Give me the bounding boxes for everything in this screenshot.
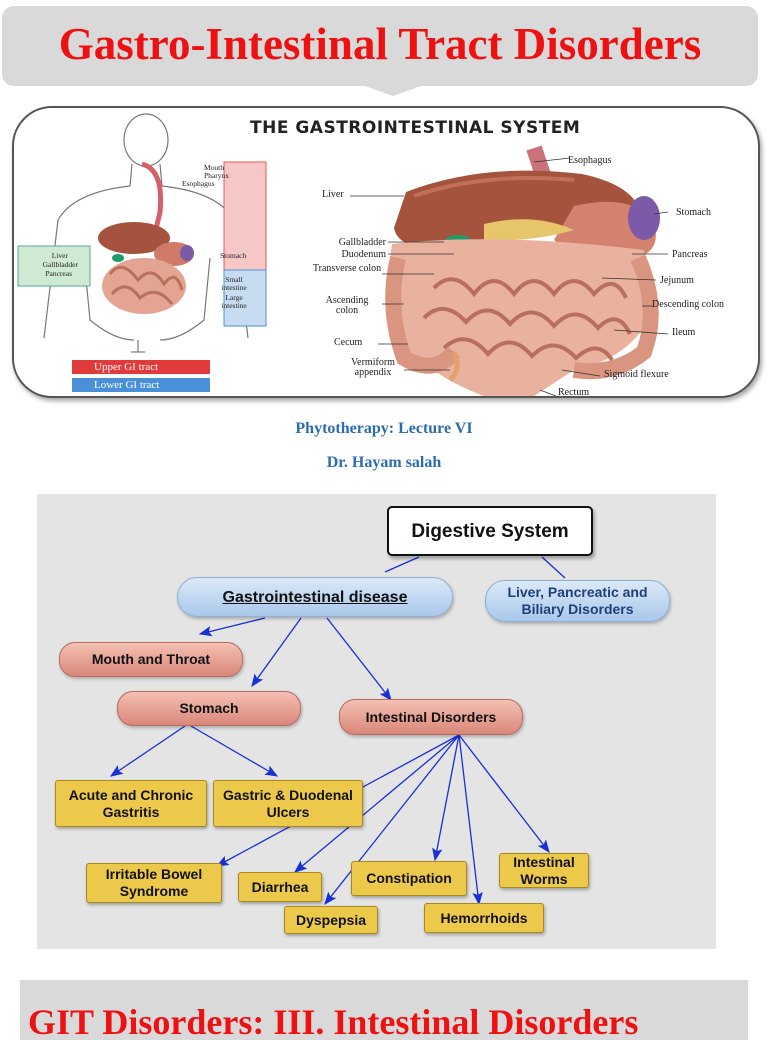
gi-anatomy-drawing	[17, 113, 669, 396]
label-mouth: Mouth	[204, 163, 225, 172]
lecture-subtitle: Phytotherapy: Lecture VI	[295, 420, 473, 437]
node-gastrointestinal-disease: Gastrointestinal disease	[177, 577, 453, 617]
label-duodenum: Duodenum	[341, 249, 386, 260]
legend-upper-gi: Upper GI tract	[72, 360, 210, 374]
label-descending-colon: Descending colon	[652, 299, 724, 310]
label-rectum: Rectum	[558, 387, 590, 398]
label-gallbladder-small: Gallbladder	[42, 260, 78, 269]
title-banner-notch	[365, 86, 421, 96]
next-slide-banner: GIT Disorders: III. Intestinal Disorders	[20, 980, 748, 1040]
label-ileum: Ileum	[672, 327, 696, 338]
label-stomach-small: Stomach	[220, 251, 247, 260]
next-slide-heading: GIT Disorders: III. Intestinal Disorders	[28, 1002, 639, 1040]
node-constipation: Constipation	[351, 861, 467, 896]
label-liver: Liver	[322, 189, 344, 200]
node-stomach: Stomach	[117, 691, 301, 726]
title-banner	[2, 6, 758, 86]
label-pancreas: Pancreas	[672, 249, 708, 260]
node-hemorrhoids: Hemorrhoids	[424, 903, 544, 933]
slide-title: Gastro-Intestinal Tract Disorders	[58, 19, 702, 69]
node-mouth-and-throat: Mouth and Throat	[59, 642, 243, 677]
label-small-intestine: Small intestine	[221, 275, 247, 292]
gi-system-heading: THE GASTROINTESTINAL SYSTEM	[250, 118, 581, 138]
label-vermiform-appendix: Vermiform appendix	[351, 357, 395, 378]
node-intestinal-disorders: Intestinal Disorders	[339, 699, 523, 735]
label-jejunum: Jejunum	[660, 275, 694, 286]
node-liver-pancreatic-biliary: Liver, Pancreatic and Biliary Disorders	[485, 580, 670, 622]
node-irritable-bowel-syndrome: Irritable Bowel Syndrome	[86, 863, 222, 903]
label-pancreas-small: Pancreas	[45, 269, 72, 278]
label-ascending-colon: Ascending colon	[325, 295, 369, 316]
gi-system-illustration: THE GASTROINTESTINAL SYSTEM Mouth Pharyn…	[12, 106, 760, 398]
label-transverse-colon: Transverse colon	[312, 263, 382, 274]
label-esophagus: Esophagus	[568, 155, 612, 166]
node-intestinal-worms: Intestinal Worms	[499, 853, 589, 888]
label-gallbladder: Gallbladder	[338, 237, 386, 248]
label-cecum: Cecum	[334, 337, 363, 348]
node-dyspepsia: Dyspepsia	[284, 906, 378, 934]
label-stomach: Stomach	[676, 207, 711, 218]
node-gastritis: Acute and Chronic Gastritis	[55, 780, 207, 827]
node-digestive-system: Digestive System	[387, 506, 593, 556]
label-liver-small: Liver	[51, 251, 68, 260]
node-diarrhea: Diarrhea	[238, 872, 322, 902]
label-esophagus-small: Esophagus	[182, 179, 215, 188]
label-pharynx: Pharynx	[204, 171, 229, 180]
legend-lower-gi: Lower GI tract	[72, 378, 210, 392]
digestive-system-diagram: Digestive System Gastrointestinal diseas…	[37, 494, 716, 949]
label-sigmoid-flexure: Sigmoid flexure	[604, 369, 669, 380]
node-ulcers: Gastric & Duodenal Ulcers	[213, 780, 363, 827]
author-name: Dr. Hayam salah	[326, 454, 442, 471]
label-large-intestine: Large intestine	[221, 293, 247, 310]
